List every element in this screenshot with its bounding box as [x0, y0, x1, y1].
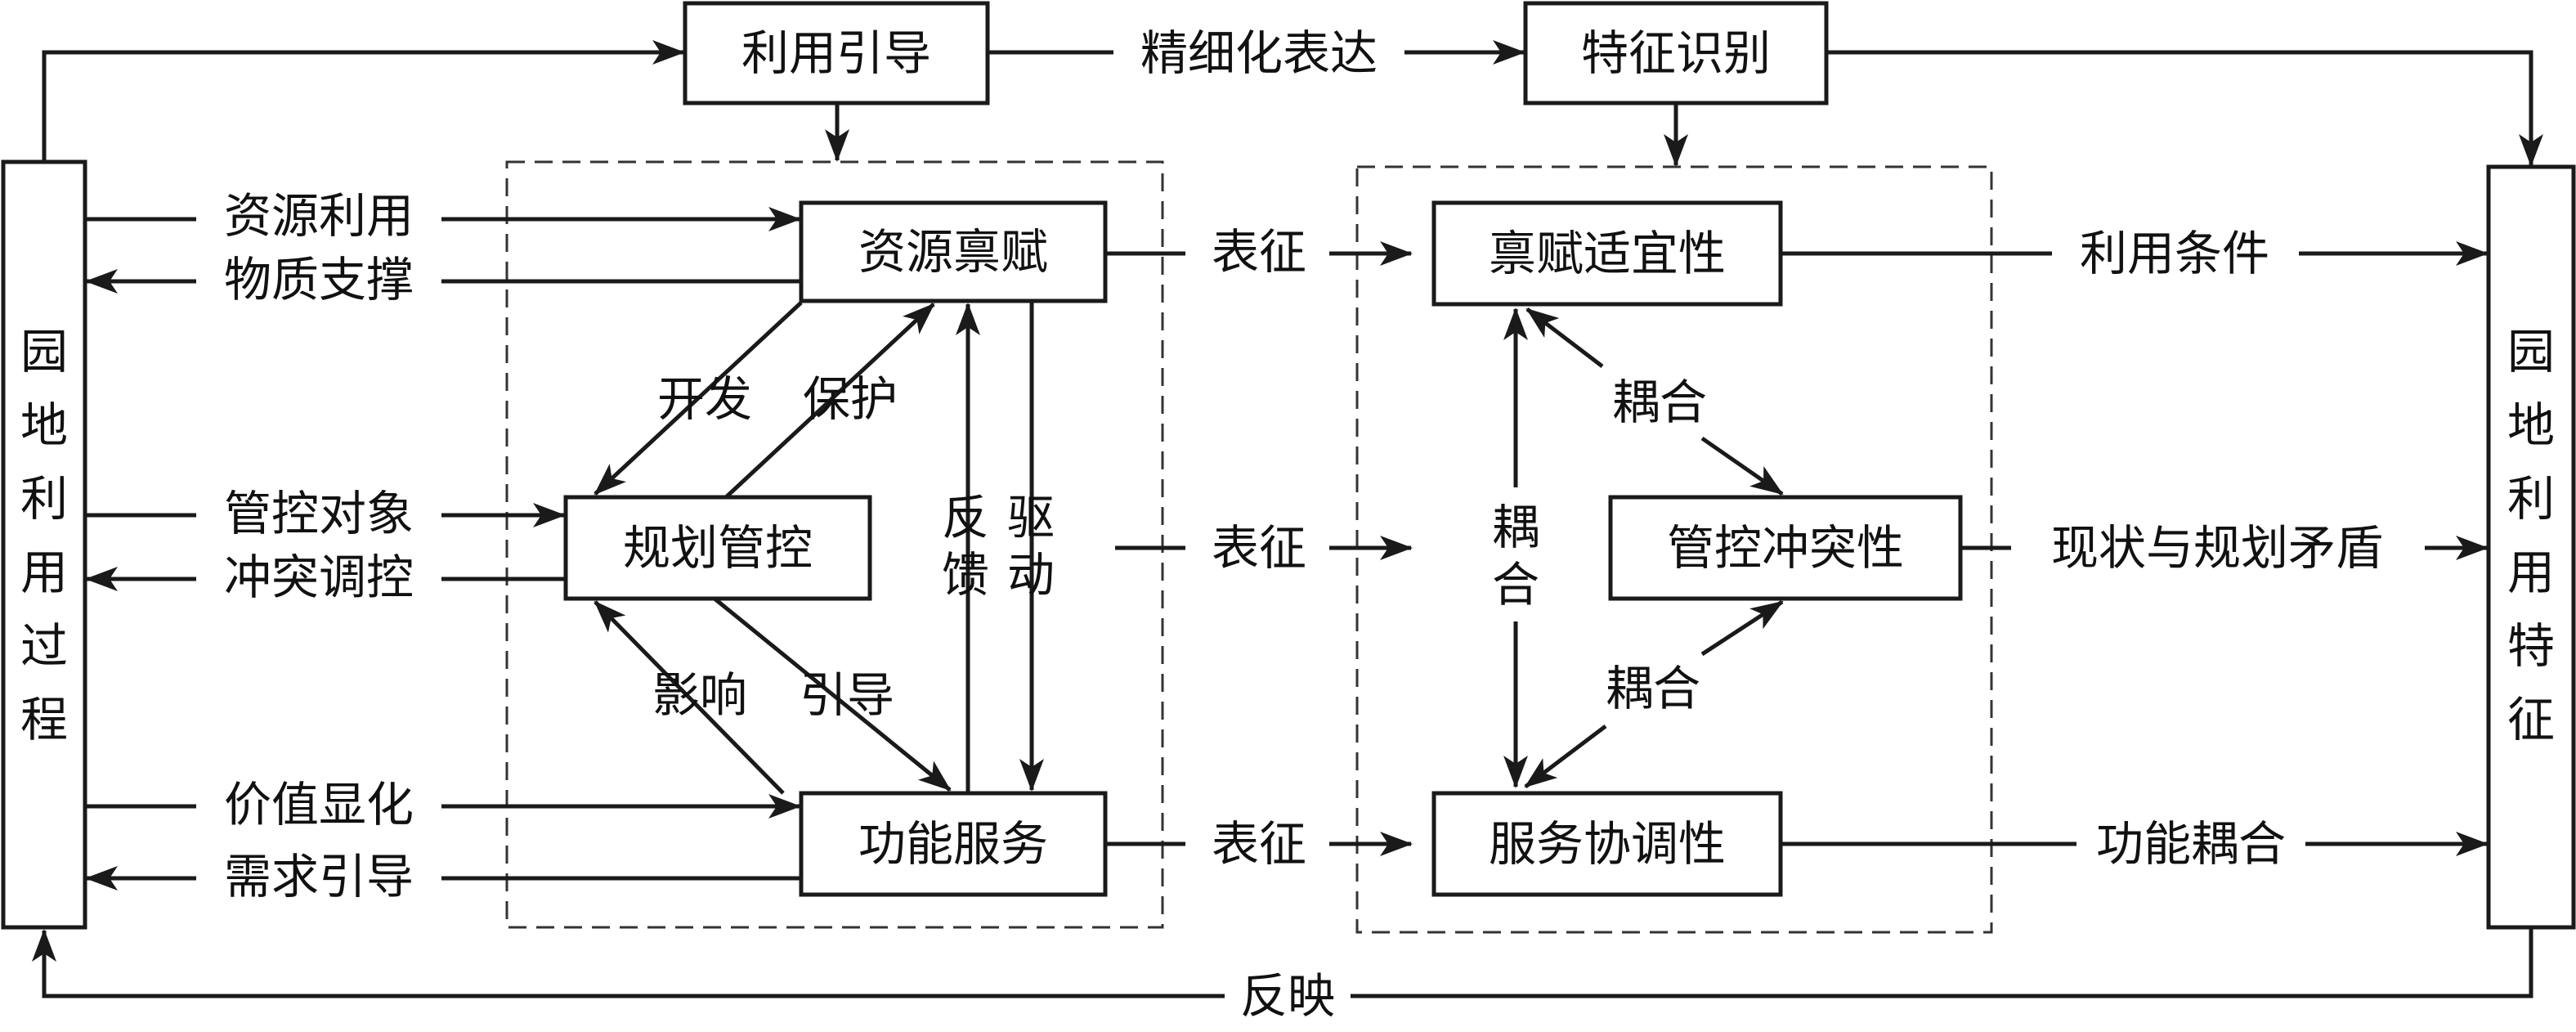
identify-box — [1523, 1, 1829, 105]
suitability-label: 禀赋适宜性 — [1488, 226, 1727, 281]
arrow-process-to-guide — [42, 40, 685, 162]
arrow-protect — [724, 303, 935, 499]
coupling-label-bottom: 耦合 — [1605, 661, 1701, 716]
reflect-label: 反映 — [1239, 968, 1336, 1024]
conflict-label: 管控冲突性 — [1666, 520, 1905, 576]
line-coupling-top-a — [1525, 307, 1604, 368]
coupling-label-top: 耦合 — [1611, 375, 1708, 430]
line-reflect-a — [1351, 927, 2533, 998]
conflict-control-label: 冲突调控 — [223, 550, 414, 605]
coupling-label-vertical: 耦合 — [1491, 500, 1539, 612]
endowment-label: 资源禀赋 — [858, 224, 1049, 280]
express-label: 精细化表达 — [1140, 25, 1378, 81]
suitability-box — [1431, 200, 1783, 307]
arrow-reflect — [32, 929, 1225, 998]
demand-guide-label: 需求引导 — [223, 849, 414, 904]
control-object-label: 管控对象 — [223, 486, 414, 541]
middle-group-frame — [505, 160, 1164, 929]
characterize-label-2: 表征 — [1211, 520, 1307, 576]
planning-box — [563, 495, 872, 601]
left-column-label: 园地利用过程 — [20, 324, 68, 747]
arrow-coupling-top — [1700, 436, 1784, 496]
endowment-box — [799, 200, 1108, 303]
coordination-label: 服务协调性 — [1488, 816, 1727, 872]
service-label: 功能服务 — [858, 816, 1049, 872]
develop-label: 开发 — [656, 371, 753, 427]
material-support-label: 物质支撑 — [223, 252, 414, 307]
lead-label: 引导 — [799, 667, 895, 723]
identify-label: 特征识别 — [1580, 25, 1772, 81]
guide-label: 利用引导 — [741, 25, 932, 81]
arrow-coupling-bottom — [1524, 725, 1607, 788]
status-vs-plan-label: 现状与规划矛盾 — [2050, 520, 2384, 576]
feedback-label: 反馈 — [941, 490, 989, 603]
use-condition-label: 利用条件 — [2079, 226, 2270, 281]
value-display-label: 价值显化 — [223, 777, 414, 832]
arrow-develop — [594, 301, 803, 496]
protect-label: 保护 — [802, 371, 898, 427]
conflict-box — [1608, 495, 1963, 601]
characterize-label-1: 表征 — [1211, 224, 1307, 280]
function-coupling-label: 功能耦合 — [2095, 816, 2287, 872]
influence-label: 影响 — [652, 667, 748, 723]
service-box — [799, 791, 1108, 897]
characterize-label-3: 表征 — [1211, 816, 1307, 872]
coordination-box — [1431, 791, 1783, 897]
drive-label: 驱动 — [1006, 490, 1055, 603]
arrow-coupling-bottom-a — [1700, 599, 1784, 657]
arrow-lead — [713, 597, 952, 792]
right-column-label: 园地利用特征 — [2507, 324, 2555, 747]
planning-label: 规划管控 — [622, 520, 813, 576]
resource-use-label: 资源利用 — [223, 188, 414, 244]
arrow-identify-to-features — [1826, 50, 2543, 167]
arrow-influence — [594, 600, 785, 795]
